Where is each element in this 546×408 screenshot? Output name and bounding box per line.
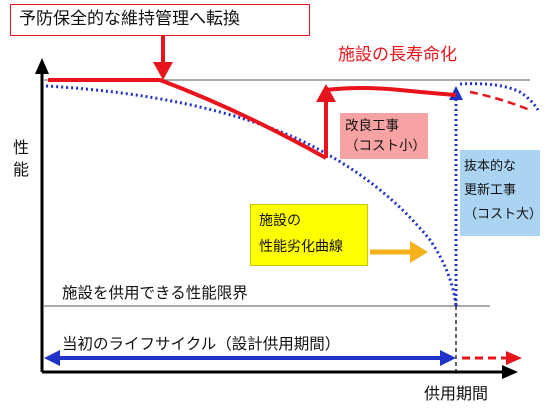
y-axis-label-1: 性 <box>13 138 30 157</box>
life-extension-label: 施設の長寿命化 <box>338 45 457 65</box>
y-axis-label-2: 能 <box>13 160 30 179</box>
performance-limit-label: 施設を供用できる性能限界 <box>62 284 248 302</box>
extended-life-curve <box>469 90 531 112</box>
renewal-box: 抜本的な 更新工事 （コスト大） <box>460 150 543 236</box>
transition-label: 予防保全的な維持管理へ転換 <box>19 9 240 29</box>
renewed-degradation-curve <box>459 82 540 111</box>
renewal-label-line3: （コスト大） <box>464 207 543 222</box>
x-axis-label: 供用期間 <box>424 384 489 403</box>
renewal-label-line1: 抜本的な <box>464 159 517 174</box>
degradation-curve <box>45 84 458 307</box>
degradation-curve-box: 施設の 性能劣化曲線 <box>250 204 368 266</box>
improved-performance-curve <box>325 86 457 97</box>
improvement-label-line1: 改良工事 <box>345 118 399 134</box>
improvement-arrowhead <box>316 84 336 102</box>
y-axis-arrowhead <box>35 58 49 74</box>
x-axis-arrowhead <box>502 365 518 379</box>
transition-box: 予防保全的な維持管理へ転換 <box>10 4 310 36</box>
extension-arrowhead <box>506 351 522 365</box>
transition-arrowhead <box>153 62 173 80</box>
improvement-box: 改良工事 （コスト小） <box>340 113 428 159</box>
improvement-label-line2: （コスト小） <box>345 138 426 154</box>
lifecycle-arrowhead-left <box>44 350 60 366</box>
lifecycle-arrowhead-right <box>440 350 456 366</box>
curve-pointer-arrowhead <box>410 241 428 263</box>
curve-label-line1: 施設の <box>259 213 301 229</box>
renewal-label-line2: 更新工事 <box>464 183 517 198</box>
lifecycle-label: 当初のライフサイクル（設計供用期間） <box>62 335 341 353</box>
curve-label-line2: 性能劣化曲線 <box>259 239 343 255</box>
maintained-performance-curve <box>48 78 327 160</box>
